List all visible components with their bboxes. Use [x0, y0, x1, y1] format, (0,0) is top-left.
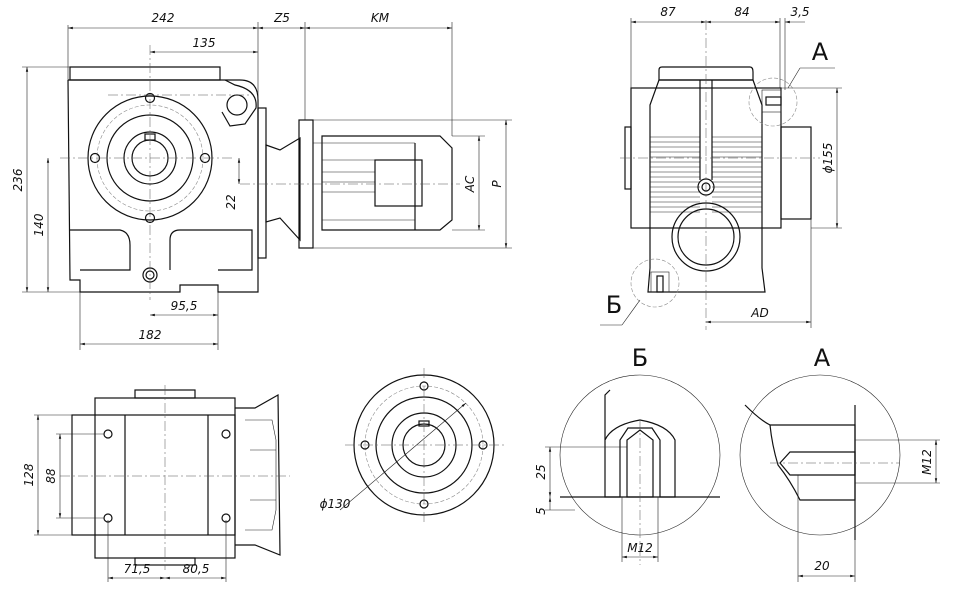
flange-view: ϕ130	[320, 368, 505, 522]
dim-3-5: 3,5	[790, 5, 809, 19]
callout-b: Б	[606, 291, 622, 319]
front-view	[60, 45, 460, 300]
dim-80-5: 80,5	[183, 562, 210, 576]
dim-ac: AC	[463, 175, 477, 193]
dim-242: 242	[152, 11, 175, 25]
dim-84: 84	[734, 5, 749, 19]
detail-a: А M12 20	[739, 344, 940, 582]
dim-20: 20	[814, 559, 830, 573]
dim-128: 128	[22, 463, 36, 486]
front-dimensions: 242 Z5 KM 135 236 140 22 AC P 95,5 182	[11, 11, 512, 350]
dim-5: 5	[534, 507, 548, 515]
dim-140: 140	[32, 213, 46, 236]
dim-236: 236	[11, 168, 25, 191]
dim-ad: AD	[750, 306, 768, 320]
dim-km: KM	[371, 11, 390, 25]
side-dimensions: 87 84 3,5 ϕ155 AD А Б	[606, 5, 842, 328]
dim-m12-b: M12	[627, 541, 653, 555]
detail-b-title: Б	[632, 344, 648, 372]
detail-b: Б 25 5 M12	[534, 344, 721, 565]
dim-87: 87	[660, 5, 676, 19]
dim-25: 25	[534, 464, 548, 479]
dim-95-5: 95,5	[171, 299, 198, 313]
dim-88: 88	[44, 468, 58, 484]
dim-z5: Z5	[273, 11, 290, 25]
dim-p: P	[490, 180, 504, 188]
dim-182: 182	[139, 328, 162, 342]
dim-22: 22	[224, 194, 238, 209]
dim-135: 135	[193, 36, 216, 50]
callout-a: А	[812, 38, 829, 66]
side-view	[600, 20, 835, 330]
dim-phi155: ϕ155	[821, 143, 835, 174]
dim-phi130: ϕ130	[320, 497, 351, 511]
dim-m12-a: M12	[920, 449, 934, 475]
dim-71-5: 71,5	[124, 562, 151, 576]
detail-a-title: А	[814, 344, 831, 372]
bottom-view: 128 88 71,5 80,5	[22, 385, 290, 582]
